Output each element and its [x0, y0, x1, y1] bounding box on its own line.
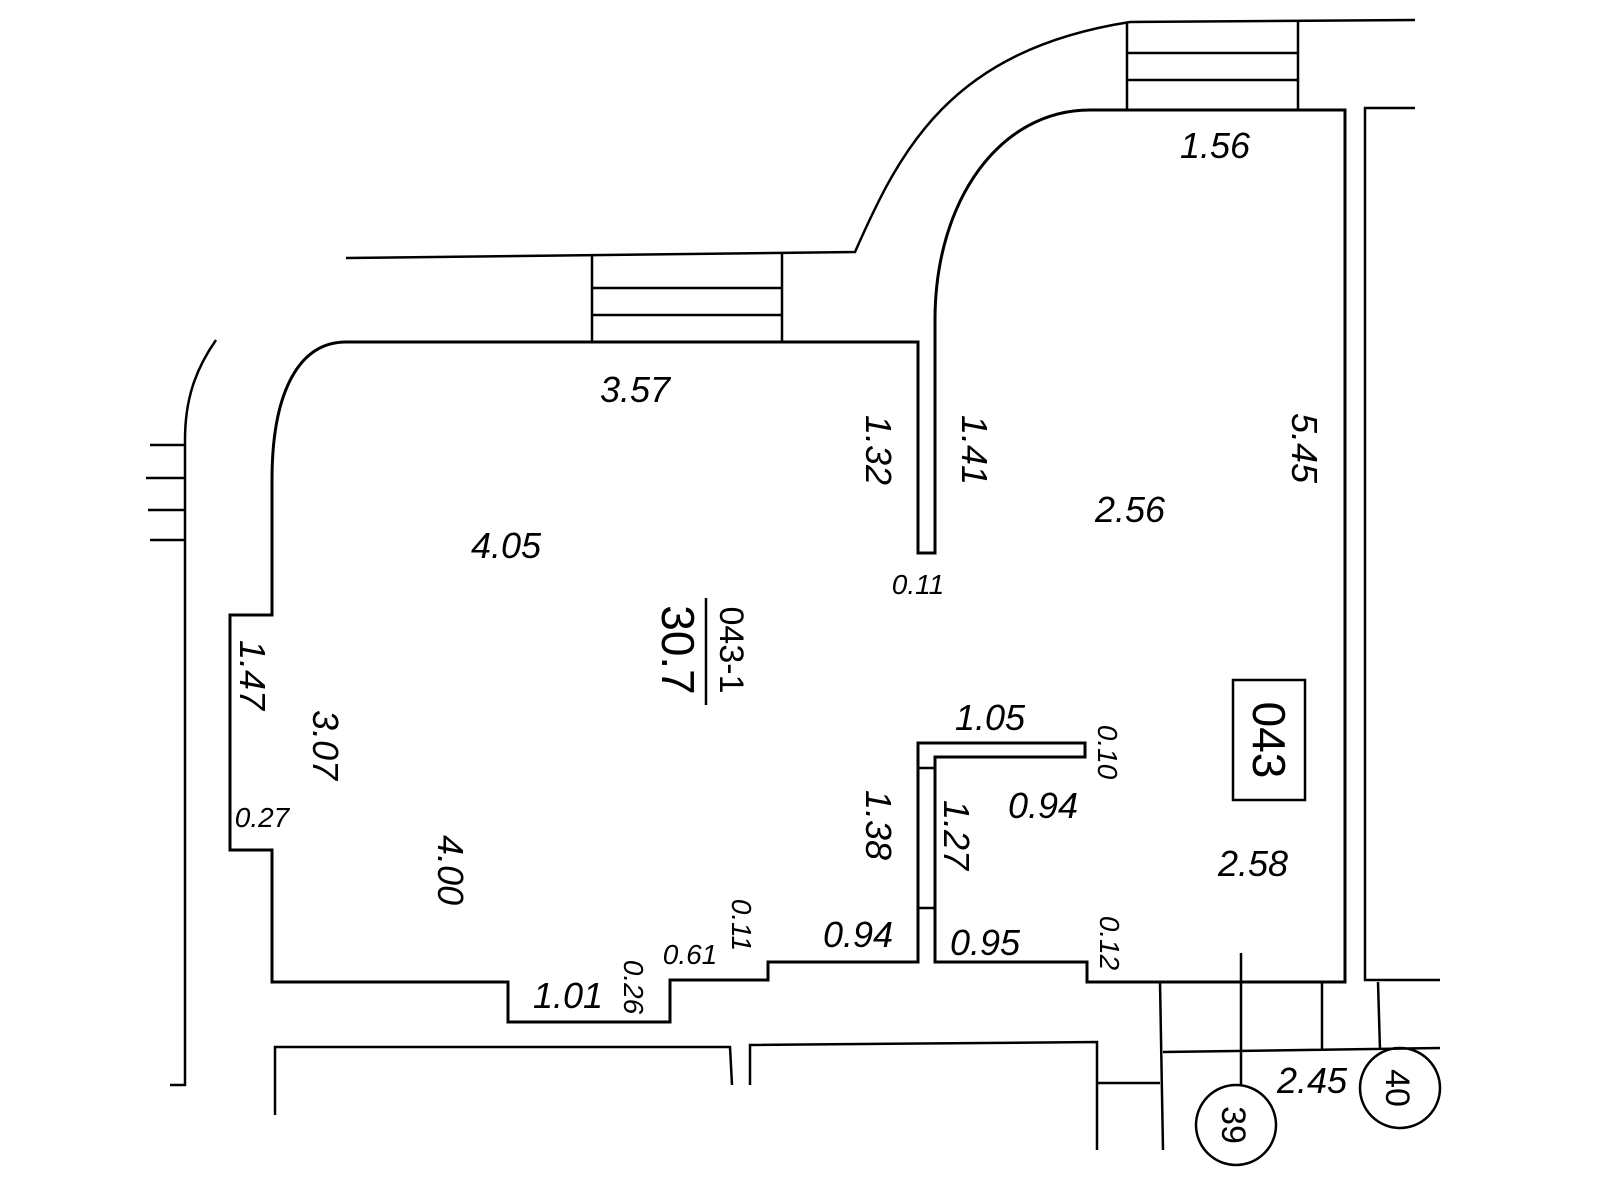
dim-label: 5.45 — [1284, 413, 1325, 484]
window-top-left — [590, 253, 784, 342]
axis-marker-39: 39 — [1194, 1083, 1278, 1167]
dim-label: 1.05 — [955, 697, 1026, 738]
dim-label: 0.26 — [618, 960, 649, 1015]
dim-label: 1.38 — [858, 790, 899, 860]
window-top-right — [1125, 21, 1300, 110]
room-id: 043-1 — [712, 607, 750, 694]
dim-label: 4.00 — [430, 835, 471, 905]
bottom-rooms — [273, 953, 1441, 1151]
dim-label: 1.56 — [1180, 125, 1251, 166]
outer-walls — [146, 18, 1441, 1151]
dimension-labels: 1.56 3.57 1.32 1.41 5.45 2.56 4.05 0.11 … — [232, 125, 1348, 1101]
dim-label: 1.47 — [232, 640, 273, 712]
room-walls — [228, 108, 1347, 1024]
room-area: 30.7 — [652, 605, 704, 695]
dim-label: 1.32 — [858, 415, 899, 485]
dim-label: 1.01 — [533, 975, 603, 1016]
dim-label: 0.27 — [235, 802, 291, 833]
right-outer-wall — [1363, 106, 1440, 982]
dim-label: 0.94 — [1008, 785, 1078, 826]
room-number-box: 043 — [1231, 678, 1307, 802]
dim-label: 0.11 — [726, 899, 757, 951]
room-area-label: 043-1 30.7 — [652, 598, 750, 705]
dim-label: 4.05 — [471, 525, 542, 566]
dim-label: 2.45 — [1276, 1060, 1348, 1101]
axis-marker-40: 40 — [1358, 1046, 1442, 1130]
closet-wall-divider — [918, 766, 935, 910]
axis-label-39: 39 — [1214, 1106, 1252, 1144]
dim-label: 2.56 — [1094, 489, 1166, 530]
dim-label: 0.61 — [663, 939, 718, 970]
dim-label: 3.07 — [305, 710, 346, 782]
dim-label: 3.57 — [600, 369, 672, 410]
dim-label: 1.27 — [936, 800, 977, 872]
dim-label: 0.10 — [1092, 725, 1123, 780]
dim-label: 2.58 — [1217, 843, 1288, 884]
room-number: 043 — [1243, 702, 1295, 779]
axis-label-40: 40 — [1378, 1069, 1416, 1107]
left-window-ticks — [146, 443, 185, 542]
top-outer-wall — [345, 18, 1416, 260]
dim-label: 1.41 — [954, 415, 995, 485]
dim-label: 0.11 — [892, 569, 944, 600]
room-043-outline — [228, 108, 1347, 1024]
dim-label: 0.12 — [1094, 916, 1125, 971]
dim-label: 0.94 — [823, 914, 893, 955]
left-outer-wall — [170, 339, 218, 1087]
dim-label: 0.95 — [950, 922, 1021, 963]
